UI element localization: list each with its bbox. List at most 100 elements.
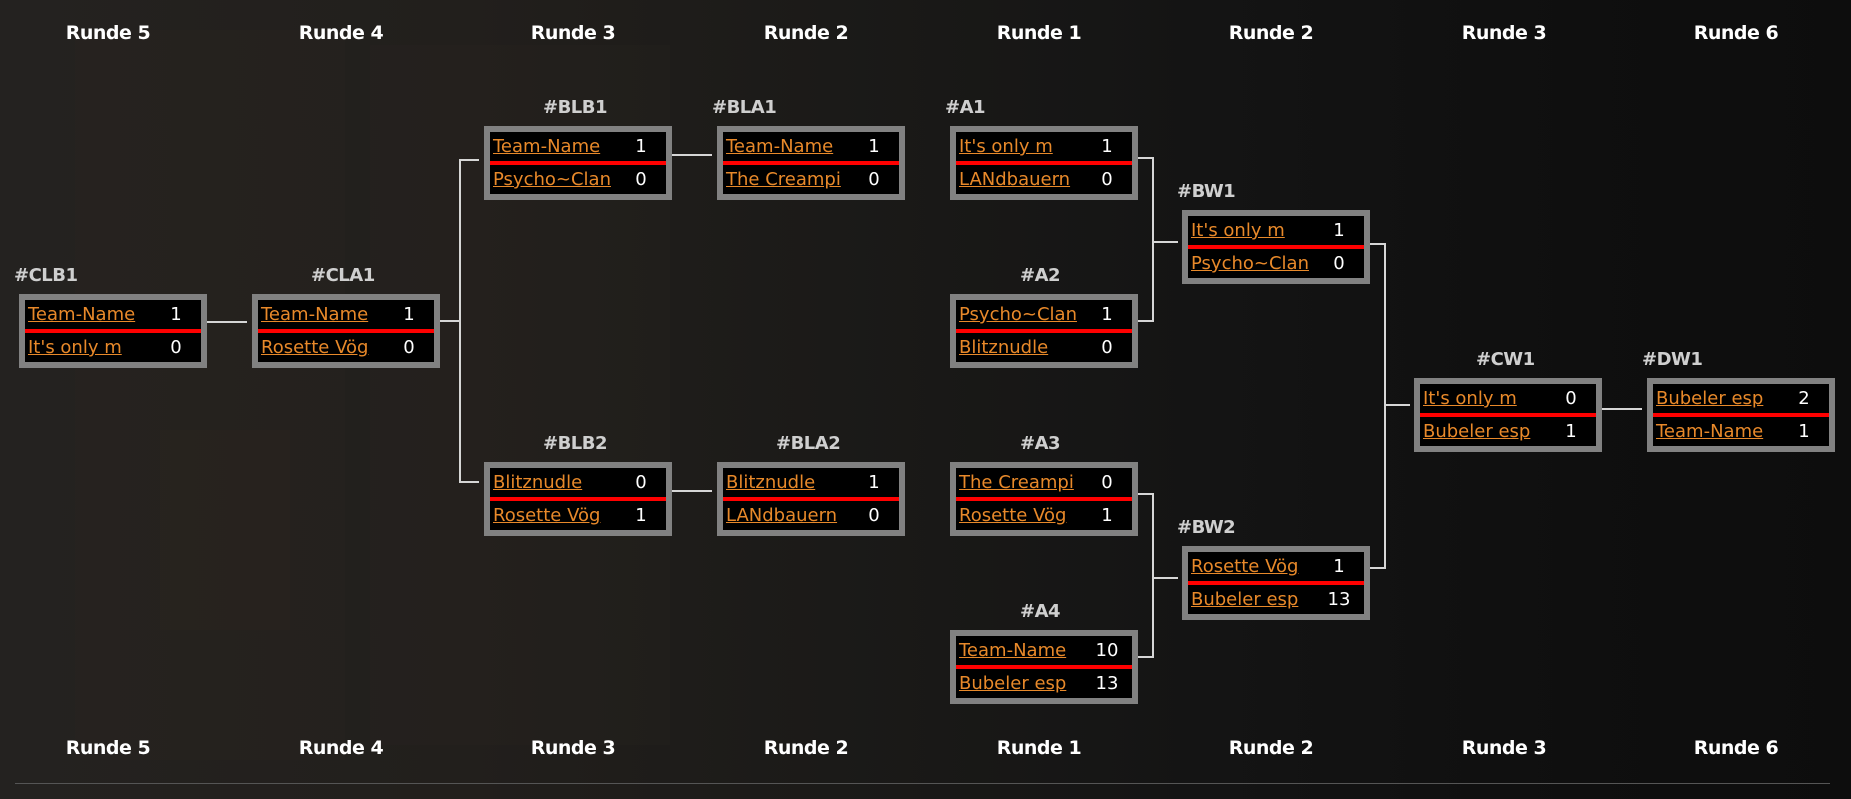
team-link[interactable]: It's only m [28, 337, 122, 358]
team-link[interactable]: Bubeler esp [959, 673, 1067, 694]
team-score: 1 [635, 136, 647, 157]
match-bw2: Rosette Vög 1 Bubeler esp 13 [1182, 546, 1370, 620]
match-row: Team-Name 1 [1653, 417, 1829, 446]
team-link[interactable]: Rosette Vög [959, 505, 1067, 526]
round-footer-3: Runde 3 [530, 737, 616, 759]
connector-line [440, 320, 460, 322]
team-score: 0 [635, 472, 647, 493]
match-row: Bubeler esp 13 [956, 669, 1132, 698]
match-row: Team-Name 1 [490, 132, 666, 165]
team-link[interactable]: It's only m [1191, 220, 1285, 241]
round-header-7: Runde 3 [1461, 22, 1547, 44]
match-label-bla2: #BLA2 [776, 433, 841, 454]
match-bw1: It's only m 1 Psycho~Clan 0 [1182, 210, 1370, 284]
team-link[interactable]: Rosette Vög [1191, 556, 1299, 577]
match-row: Blitznudle 1 [723, 468, 899, 501]
team-link[interactable]: Blitznudle [959, 337, 1049, 358]
match-label-dw1: #DW1 [1642, 349, 1703, 370]
team-link[interactable]: Bubeler esp [1656, 388, 1764, 409]
match-row: Rosette Vög 1 [490, 501, 666, 530]
match-row: Bubeler esp 1 [1420, 417, 1596, 446]
team-score: 0 [1101, 472, 1113, 493]
team-link[interactable]: It's only m [1423, 388, 1517, 409]
connector-line [1152, 493, 1154, 658]
team-score: 0 [1101, 337, 1113, 358]
connector-line [1137, 157, 1153, 159]
team-link[interactable]: Team-Name [959, 640, 1067, 661]
team-link[interactable]: Blitznudle [726, 472, 816, 493]
team-link[interactable]: It's only m [959, 136, 1053, 157]
match-clb1: Team-Name 1 It's only m 0 [19, 294, 207, 368]
background-texture [75, 30, 345, 760]
match-row: Blitznudle 0 [490, 468, 666, 501]
team-link[interactable]: Psycho~Clan [1191, 253, 1309, 274]
connector-line [1369, 243, 1386, 245]
team-score: 1 [635, 505, 647, 526]
round-footer-8: Runde 6 [1693, 737, 1779, 759]
team-link[interactable]: Rosette Vög [261, 337, 369, 358]
connector-line [459, 481, 479, 483]
match-row: Psycho~Clan 0 [1188, 249, 1364, 278]
team-link[interactable]: Blitznudle [493, 472, 583, 493]
connector-line [459, 159, 461, 483]
round-footer-4: Runde 2 [763, 737, 849, 759]
team-score: 10 [1095, 640, 1119, 661]
team-link[interactable]: The Creampi [726, 169, 841, 190]
connector-line [672, 490, 712, 492]
team-score: 0 [1101, 169, 1113, 190]
team-score: 1 [1565, 421, 1577, 442]
match-row: LANdbauern 0 [723, 501, 899, 530]
match-row: LANdbauern 0 [956, 165, 1132, 194]
round-header-5: Runde 1 [996, 22, 1082, 44]
connector-line [1152, 577, 1178, 579]
match-row: Team-Name 10 [956, 636, 1132, 669]
team-score: 0 [868, 505, 880, 526]
match-label-blb1: #BLB1 [543, 97, 608, 118]
team-link[interactable]: Team-Name [1656, 421, 1764, 442]
match-blb2: Blitznudle 0 Rosette Vög 1 [484, 462, 672, 536]
match-row: Blitznudle 0 [956, 333, 1132, 362]
team-link[interactable]: Bubeler esp [1423, 421, 1531, 442]
match-label-blb2: #BLB2 [543, 433, 608, 454]
match-label-bw1: #BW1 [1177, 181, 1236, 202]
match-row: Team-Name 1 [723, 132, 899, 165]
match-row: Team-Name 1 [258, 300, 434, 333]
team-link[interactable]: Psycho~Clan [493, 169, 611, 190]
team-link[interactable]: Team-Name [726, 136, 834, 157]
team-score: 1 [170, 304, 182, 325]
match-row: Bubeler esp 2 [1653, 384, 1829, 417]
round-footer-7: Runde 3 [1461, 737, 1547, 759]
match-a4: Team-Name 10 Bubeler esp 13 [950, 630, 1138, 704]
match-row: It's only m 1 [1188, 216, 1364, 249]
team-link[interactable]: Team-Name [493, 136, 601, 157]
connector-line [1137, 656, 1153, 658]
match-label-a4: #A4 [1020, 601, 1061, 622]
team-link[interactable]: Rosette Vög [493, 505, 601, 526]
team-score: 1 [1333, 220, 1345, 241]
connector-line [1137, 320, 1153, 322]
team-link[interactable]: Psycho~Clan [959, 304, 1077, 325]
round-footer-5: Runde 1 [996, 737, 1082, 759]
connector-line [1369, 567, 1386, 569]
team-link[interactable]: LANdbauern [959, 169, 1071, 190]
team-score: 0 [868, 169, 880, 190]
team-link[interactable]: Team-Name [261, 304, 369, 325]
team-link[interactable]: The Creampi [959, 472, 1074, 493]
match-cw1: It's only m 0 Bubeler esp 1 [1414, 378, 1602, 452]
round-footer-2: Runde 4 [298, 737, 384, 759]
team-score: 1 [1333, 556, 1345, 577]
match-row: The Creampi 0 [723, 165, 899, 194]
connector-line [1384, 243, 1386, 569]
team-link[interactable]: Team-Name [28, 304, 136, 325]
match-label-clb1: #CLB1 [14, 265, 78, 286]
round-header-1: Runde 5 [65, 22, 151, 44]
match-row: It's only m 0 [1420, 384, 1596, 417]
team-score: 1 [1101, 136, 1113, 157]
team-score: 13 [1095, 673, 1119, 694]
connector-line [1384, 404, 1410, 406]
team-link[interactable]: LANdbauern [726, 505, 838, 526]
team-score: 1 [868, 472, 880, 493]
connector-line [1602, 408, 1642, 410]
team-link[interactable]: Bubeler esp [1191, 589, 1299, 610]
round-header-6: Runde 2 [1228, 22, 1314, 44]
